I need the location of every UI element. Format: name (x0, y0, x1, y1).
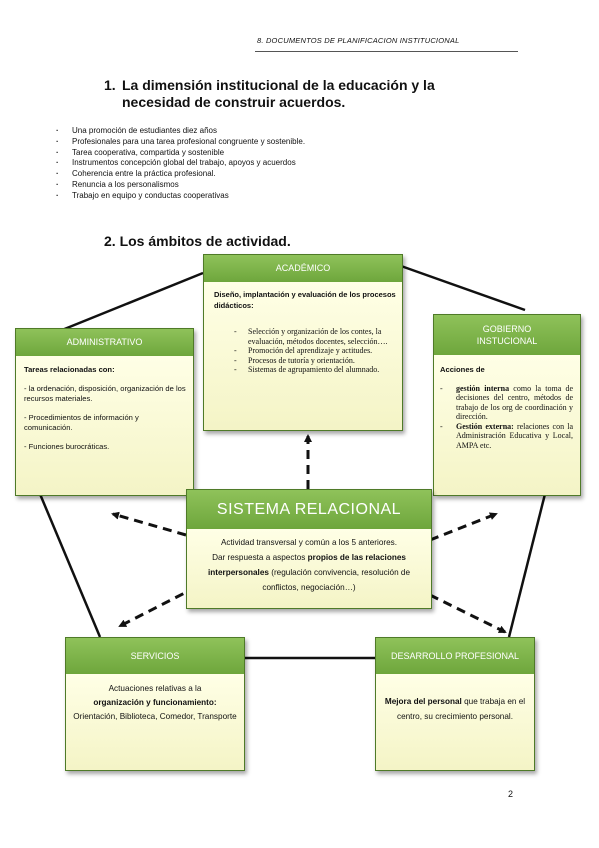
bullet-item: Profesionales para una tarea profesional… (56, 137, 305, 148)
connector-gobierno-desarrollo (507, 493, 547, 638)
gobierno-title-line1: GOBIERNO (482, 324, 532, 334)
administrativo-box: ADMINISTRATIVO Tareas relacionadas con: … (15, 328, 194, 496)
desarrollo-text: que trabaja en el centro, su crecimiento… (396, 697, 526, 721)
bullet-item: Coherencia entre la práctica profesional… (56, 169, 305, 180)
administrativo-title: ADMINISTRATIVO (16, 329, 193, 356)
gobierno-item1-text: como la toma de decisiones del centro, m… (456, 383, 573, 422)
list-item: - Funciones burocráticas. (24, 441, 110, 451)
desarrollo-profesional-box: DESARROLLO PROFESIONAL Mejora del person… (375, 637, 535, 771)
list-item: Sistemas de agrupamiento del alumnado. (234, 365, 396, 375)
section-2-heading: 2. Los ámbitos de actividad. (104, 233, 291, 249)
academico-body: Diseño, implantación y evaluación de los… (204, 282, 402, 430)
gobierno-list: gestión interna como la toma de decision… (440, 384, 573, 451)
servicios-title: SERVICIOS (66, 638, 244, 674)
page-number: 2 (508, 789, 514, 799)
section-1-title: La dimensión institucional de la educaci… (122, 77, 435, 110)
sistema-line1: Actividad transversal y común a los 5 an… (220, 538, 398, 547)
gobierno-item2-bold: Gestión externa: (456, 421, 514, 431)
connector-administrativo-academico (61, 271, 204, 332)
academico-list: Selección y organización de los contes, … (214, 327, 396, 375)
list-item: gestión interna como la toma de decision… (440, 384, 573, 422)
section-1-bullet-list: Una promoción de estudiantes diez años P… (56, 126, 305, 202)
gobierno-body: Acciones de gestión interna como la toma… (434, 355, 580, 495)
desarrollo-body: Mejora del personal que trabaja en el ce… (376, 674, 534, 770)
servicios-line1: Actuaciones relativas a la (108, 684, 202, 693)
section-2-number: 2. (104, 233, 116, 249)
sistema-line2: Dar respuesta a aspectos propios de las … (195, 550, 423, 595)
bullet-item: Una promoción de estudiantes diez años (56, 126, 305, 137)
sistema-title: SISTEMA RELACIONAL (187, 490, 431, 529)
desarrollo-text-bold: Mejora del personal (384, 697, 462, 706)
list-item: Gestión externa: relaciones con la Admin… (440, 422, 573, 451)
desarrollo-title: DESARROLLO PROFESIONAL (376, 638, 534, 674)
header-rule (255, 51, 518, 52)
gobierno-item1-bold: gestión interna (456, 383, 510, 393)
gobierno-title-line2: INSTUCIONAL (476, 336, 538, 346)
servicios-box: SERVICIOS Actuaciones relativas a la org… (65, 637, 245, 771)
sistema-line2-post: (regulación convivencia, resolución de c… (262, 568, 411, 592)
gobierno-box: GOBIERNO INSTUCIONAL Acciones de gestión… (433, 314, 581, 496)
academico-subtitle: Diseño, implantación y evaluación de los… (214, 290, 396, 310)
bullet-item: Tarea cooperativa, compartida y sostenib… (56, 148, 305, 159)
gobierno-title: GOBIERNO INSTUCIONAL (434, 315, 580, 355)
connector-administrativo-servicios (38, 493, 102, 638)
gobierno-item2-text: relaciones con la Administración Educati… (456, 421, 574, 451)
servicios-line3: Orientación, Biblioteca, Comedor, Transp… (73, 712, 237, 721)
list-item: Promoción del aprendizaje y actitudes. (234, 346, 396, 356)
sistema-line2-bold: propios de las relaciones interpersonale… (207, 553, 406, 577)
list-item: - Procedimientos de información y comuni… (24, 412, 139, 433)
sistema-body: Actividad transversal y común a los 5 an… (187, 529, 431, 608)
arrow-to-desarrollo (429, 593, 507, 634)
administrativo-body: Tareas relacionadas con: - la ordenación… (16, 356, 193, 495)
section-1-heading: 1. La dimensión institucional de la educ… (104, 77, 504, 111)
bullet-item: Instrumentos concepción global del traba… (56, 158, 305, 169)
gobierno-intro: Acciones de (440, 365, 485, 374)
arrow-to-administrativo (111, 511, 187, 537)
running-header: 8. DOCUMENTOS DE PLANIFICACION INSTITUCI… (257, 36, 460, 45)
sistema-relacional-box: SISTEMA RELACIONAL Actividad transversal… (186, 489, 432, 609)
list-item: Procesos de tutoría y orientación. (234, 356, 396, 366)
list-item: - la ordenación, disposición, organizaci… (24, 383, 186, 404)
servicios-line2: organización y funcionamiento: (93, 698, 217, 707)
section-1-number: 1. (104, 77, 116, 93)
academico-title: ACADÉMICO (204, 255, 402, 282)
bullet-item: Trabajo en equipo y conductas cooperativ… (56, 191, 305, 202)
connector-academico-gobierno (400, 264, 526, 312)
administrativo-intro: Tareas relacionadas con: (24, 365, 115, 374)
sistema-line2-pre: Dar respuesta a aspectos (212, 553, 308, 562)
academico-box: ACADÉMICO Diseño, implantación y evaluac… (203, 254, 403, 431)
section-2-title: Los ámbitos de actividad. (119, 233, 291, 249)
servicios-body: Actuaciones relativas a la organización … (66, 674, 244, 770)
arrow-to-gobierno (429, 512, 498, 542)
bullet-item: Renuncia a los personalismos (56, 180, 305, 191)
list-item: Selección y organización de los contes, … (234, 327, 396, 346)
